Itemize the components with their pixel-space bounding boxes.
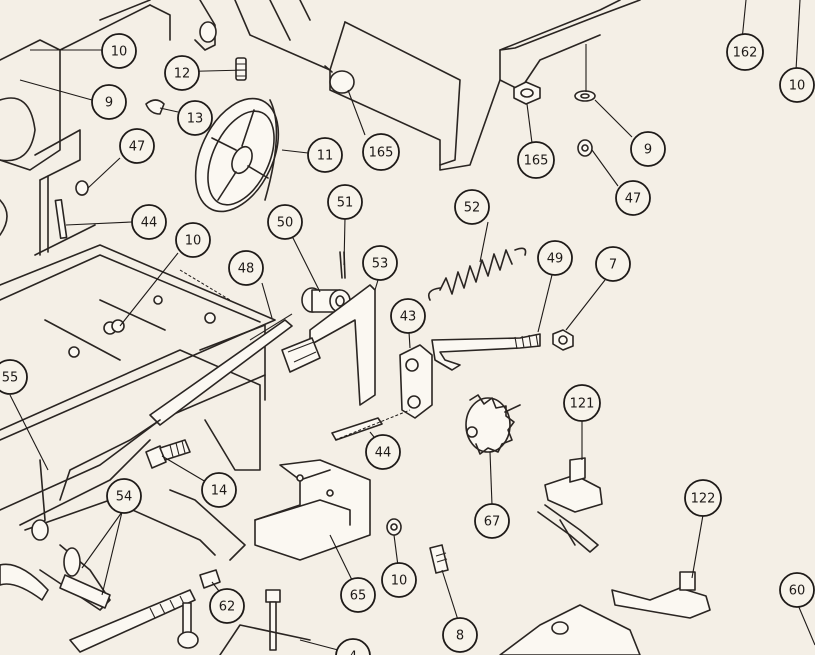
callout-60: 60 [779,572,815,608]
svg-text:43: 43 [400,310,417,325]
lower-left-arms [0,459,246,611]
svg-text:9: 9 [644,143,652,158]
clamp-121-drawing [537,457,603,553]
callout-44-upper: 44 [131,204,167,240]
svg-text:10: 10 [789,79,806,94]
svg-text:49: 49 [547,252,564,267]
svg-text:67: 67 [484,515,501,530]
svg-text:165: 165 [369,146,394,161]
svg-text:11: 11 [317,149,334,164]
callout-50: 50 [267,204,303,240]
svg-text:44: 44 [375,446,392,461]
clamp-122-drawing [611,571,711,619]
svg-text:10: 10 [185,234,202,249]
callout-47-right: 47 [615,180,651,216]
svg-text:162: 162 [733,46,758,61]
svg-text:7: 7 [609,258,617,273]
callout-49: 49 [537,240,573,276]
callout-8: 8 [442,617,478,653]
spring-drawing [427,247,527,301]
callout-14: 14 [201,472,237,508]
svg-text:54: 54 [116,490,133,505]
svg-text:12: 12 [174,67,191,82]
svg-text:121: 121 [570,397,595,412]
callouts: 10 9 12 13 11 165 165 9 47 162 10 47 44 … [0,33,815,655]
svg-text:52: 52 [464,201,481,216]
svg-text:165: 165 [524,154,549,169]
callout-62: 62 [209,588,245,624]
callout-10-top-left: 10 [101,33,137,69]
svg-text:14: 14 [211,484,228,499]
callout-13: 13 [177,100,213,136]
callout-44-lower: 44 [365,434,401,470]
callout-43: 43 [390,298,426,334]
callout-7: 7 [595,246,631,282]
svg-text:60: 60 [789,584,806,599]
part-drawings [0,0,711,655]
svg-text:47: 47 [129,140,146,155]
callout-9-top-left: 9 [91,84,127,120]
callout-165-left: 165 [362,133,400,171]
svg-text:53: 53 [372,257,389,272]
svg-text:65: 65 [350,589,367,604]
svg-text:50: 50 [277,216,294,231]
callout-12: 12 [164,55,200,91]
svg-text:122: 122 [691,492,716,507]
callout-165-right: 165 [517,141,555,179]
callout-53: 53 [362,245,398,281]
callout-11: 11 [307,137,343,173]
pulley-drawing [194,97,280,213]
svg-text:51: 51 [337,196,354,211]
callout-162: 162 [726,33,764,71]
bolt-14-drawing [145,439,191,469]
callout-51: 51 [327,184,363,220]
callout-4: 4 [335,638,371,655]
callout-9-right: 9 [630,131,666,167]
bracket-65-drawing [254,459,371,561]
svg-text:47: 47 [625,192,642,207]
callout-55: 55 [0,359,28,395]
callout-67: 67 [474,503,510,539]
svg-text:9: 9 [105,96,113,111]
svg-text:44: 44 [141,216,158,231]
base-frame [0,244,276,526]
svg-text:4: 4 [349,650,357,655]
callout-10-top-right: 10 [779,67,815,103]
svg-text:55: 55 [2,371,19,386]
svg-text:48: 48 [238,262,255,277]
callout-10-lower: 10 [381,562,417,598]
callout-122: 122 [684,479,722,517]
callout-65: 65 [340,577,376,613]
svg-text:8: 8 [456,629,464,644]
callout-48: 48 [228,250,264,286]
callout-10-mid: 10 [175,222,211,258]
top-sheet-panel [234,0,641,171]
svg-text:13: 13 [187,112,204,127]
svg-text:10: 10 [391,574,408,589]
svg-text:10: 10 [111,45,128,60]
callout-52: 52 [454,189,490,225]
callout-54: 54 [106,478,142,514]
leader-lines [9,0,815,651]
star-knob-drawing [465,394,521,455]
callout-47-left: 47 [119,128,155,164]
callout-121: 121 [563,384,601,422]
svg-text:62: 62 [219,600,236,615]
